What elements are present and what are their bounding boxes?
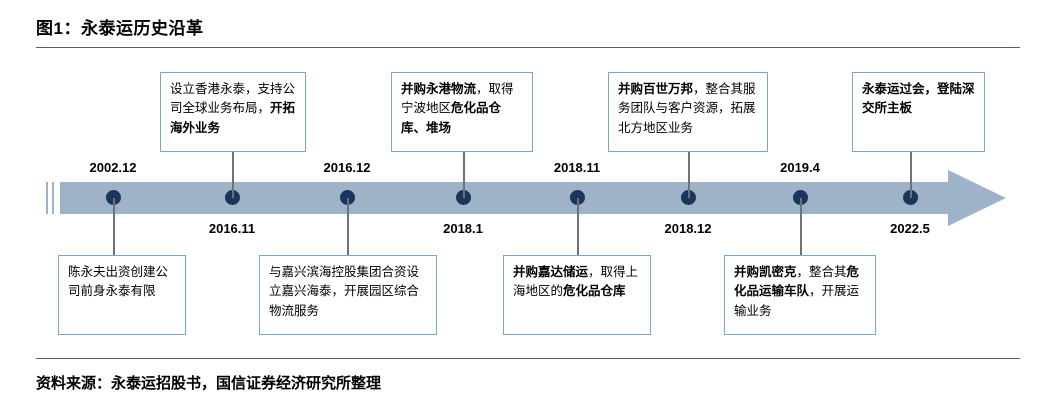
callout-text-segment: ，取得宁波地区	[401, 82, 514, 116]
timeline-callout-box: 永泰运过会，登陆深交所主板	[852, 72, 985, 152]
timeline-start-tick-2	[52, 182, 54, 214]
callout-text-segment: ，取得上海地区的	[513, 265, 639, 299]
timeline-connector-line	[232, 152, 234, 198]
timeline-connector-line	[688, 152, 690, 198]
callout-text-segment: 设立香港永泰，支持公司全球业务布局，	[170, 82, 296, 116]
timeline-date-label: 2018.12	[664, 221, 712, 236]
timeline-connector-line	[577, 198, 579, 255]
callout-text-segment: 并购凯密克	[734, 265, 797, 279]
timeline-dot	[569, 190, 585, 205]
timeline-callout-box: 陈永夫出资创建公司前身永泰有限	[58, 255, 186, 335]
callout-text-segment: ，开展运输业务	[734, 284, 860, 318]
timeline-dot	[105, 190, 121, 205]
timeline-date-label: 2022.5	[890, 221, 930, 236]
callout-text-segment: 陈永夫出资创建公司前身永泰有限	[68, 265, 169, 299]
timeline-connector-line	[910, 152, 912, 198]
callout-text-segment: 并购永港物流	[401, 82, 477, 96]
callout-text-segment: 危化品运输车队	[734, 265, 860, 299]
source-note: 资料来源：永泰运招股书，国信证券经济研究所整理	[36, 375, 382, 392]
timeline-date-label: 2019.4	[780, 160, 820, 175]
callout-text-segment: 危化品仓库	[563, 284, 626, 299]
callout-text-segment: ，整合其	[796, 265, 847, 279]
page-title: 图1：永泰运历史沿革	[36, 19, 204, 38]
timeline-callout-box: 并购凯密克，整合其危化品运输车队，开展运输业务	[724, 255, 876, 335]
callout-text-segment: 开拓海外业务	[170, 101, 296, 135]
timeline-bar	[60, 182, 950, 214]
callout-text-segment: 危化品仓库、堆场	[401, 101, 502, 135]
timeline-date-label: 2002.12	[89, 160, 137, 175]
callout-text-segment: 永泰运过会，登陆深交所主板	[862, 82, 975, 116]
timeline-dot	[792, 190, 808, 205]
source-divider	[36, 358, 1020, 359]
timeline-date-label: 2016.11	[208, 221, 256, 236]
timeline-connector-line	[463, 152, 465, 198]
timeline-date-label: 2016.12	[323, 160, 371, 175]
timeline-dot	[339, 190, 355, 205]
callout-text-segment: ，整合其服务团队与客户资源，拓展北方地区业务	[618, 82, 756, 135]
callout-text-segment: 并购百世万邦	[618, 82, 694, 96]
timeline-date-label: 2018.1	[443, 221, 483, 236]
timeline-connector-line	[347, 198, 349, 255]
callout-text-segment: 并购嘉达储运	[513, 265, 589, 279]
title-divider	[36, 47, 1020, 48]
timeline-arrow-head-icon	[948, 170, 1006, 226]
timeline-connector-line	[113, 198, 115, 255]
timeline-callout-box: 并购永港物流，取得宁波地区危化品仓库、堆场	[391, 72, 533, 152]
timeline-callout-box: 设立香港永泰，支持公司全球业务布局，开拓海外业务	[160, 72, 306, 152]
timeline-callout-box: 并购百世万邦，整合其服务团队与客户资源，拓展北方地区业务	[608, 72, 768, 152]
timeline-callout-box: 与嘉兴滨海控股集团合资设立嘉兴海泰，开展园区综合物流服务	[259, 255, 437, 335]
timeline-start-tick-1	[46, 182, 48, 214]
timeline-date-label: 2018.11	[553, 160, 601, 175]
timeline-callout-box: 并购嘉达储运，取得上海地区的危化品仓库	[503, 255, 651, 335]
callout-text-segment: 与嘉兴滨海控股集团合资设立嘉兴海泰，开展园区综合物流服务	[269, 265, 420, 318]
timeline-connector-line	[800, 198, 802, 255]
